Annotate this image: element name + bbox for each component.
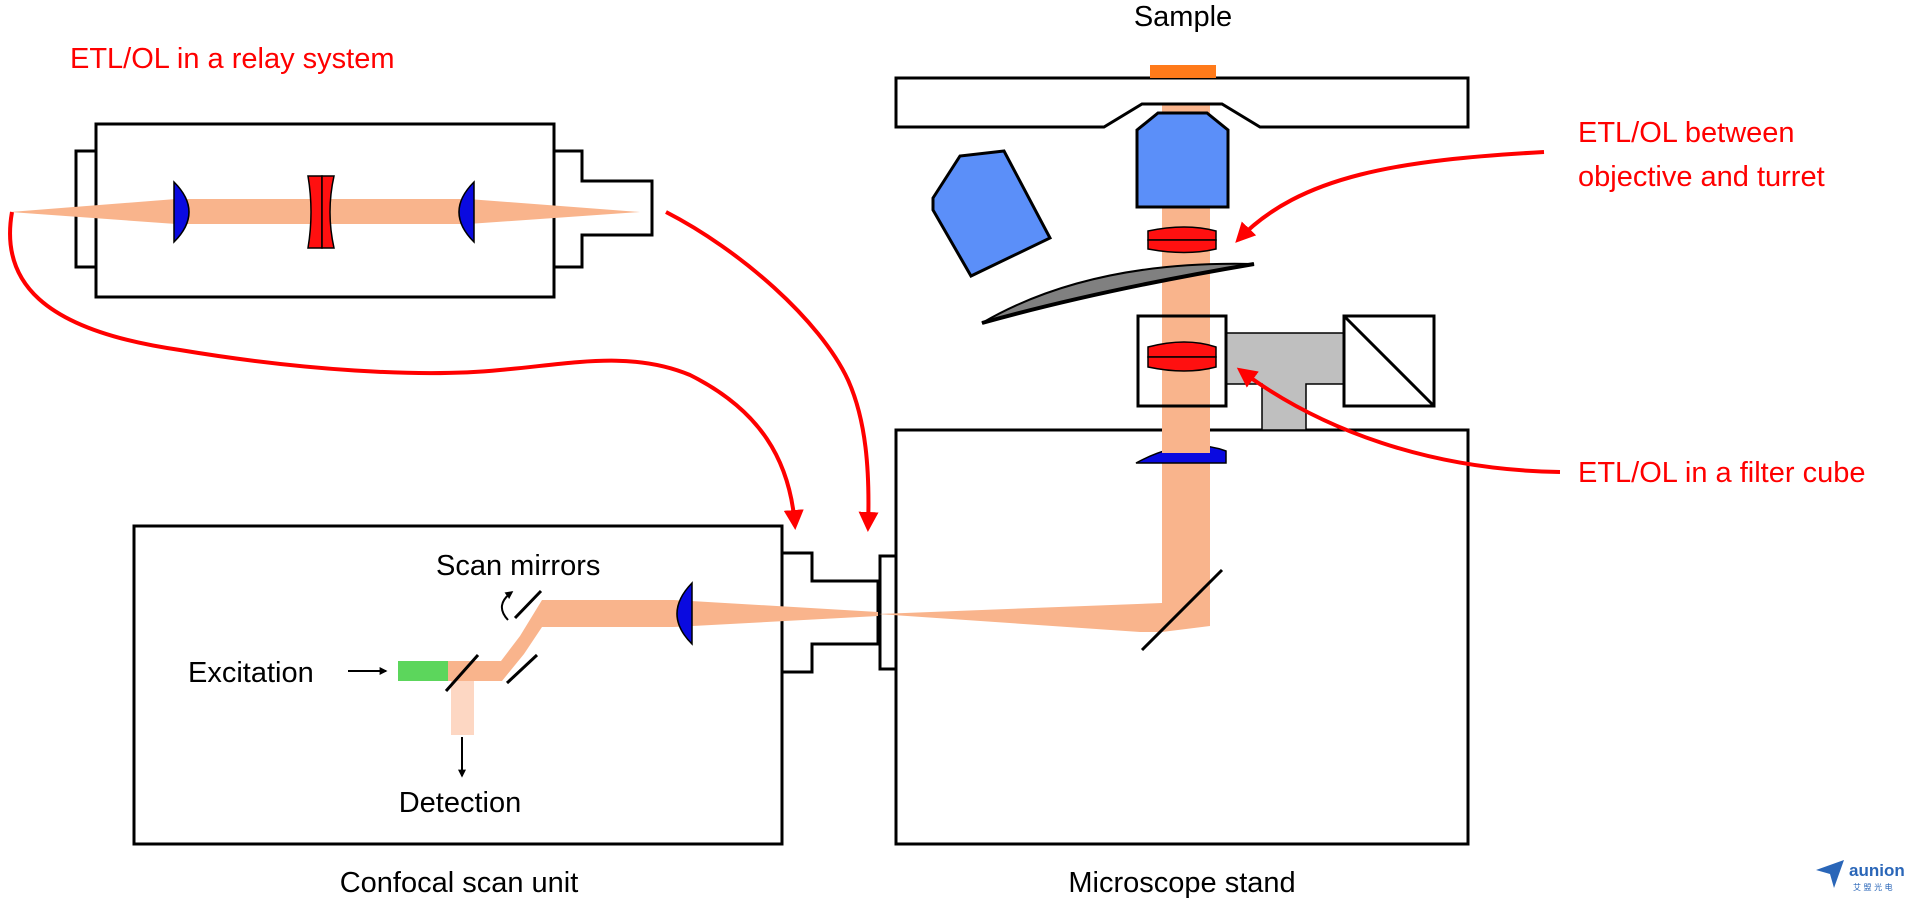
dichroic-mirror bbox=[444, 654, 480, 692]
filter-cube bbox=[1136, 314, 1228, 408]
beamsplitter-diagonal bbox=[1342, 314, 1436, 408]
relay-to-scan-unit-arrow-1 bbox=[8, 211, 804, 530]
label-filter-cube: ETL/OL in a filter cube bbox=[1578, 457, 1865, 489]
turret-etl-ol-lens bbox=[1147, 226, 1217, 254]
detection-beam bbox=[451, 681, 474, 735]
label-between-line2: objective and turret bbox=[1578, 161, 1825, 193]
filter-cube-etl-ol-lens bbox=[1147, 341, 1217, 372]
sample-stage bbox=[894, 76, 1470, 129]
annotation-arrows bbox=[8, 150, 1561, 532]
label-microscope-stand: Microscope stand bbox=[1068, 867, 1295, 899]
relay-to-scan-unit-arrow-2 bbox=[665, 210, 879, 532]
aunion-logo: aunion 艾 盟 光 电 bbox=[1816, 860, 1905, 892]
relay-lens-left bbox=[173, 180, 190, 244]
rotation-arrow-icon bbox=[501, 591, 514, 621]
microscope-stand bbox=[878, 65, 1470, 846]
sample bbox=[1150, 65, 1216, 78]
label-confocal-scan-unit: Confocal scan unit bbox=[340, 867, 579, 899]
scan-mirror-1 bbox=[505, 653, 539, 685]
stand-mirror bbox=[1140, 568, 1224, 652]
logo-arrow-icon bbox=[1816, 860, 1844, 888]
turret-edge bbox=[981, 262, 1255, 325]
objective-turret-arrow bbox=[1235, 150, 1545, 243]
logo-subtext: 艾 盟 光 电 bbox=[1853, 882, 1893, 892]
objective-inactive bbox=[931, 149, 1053, 278]
label-relay-system: ETL/OL in a relay system bbox=[70, 43, 394, 75]
label-between-line1: ETL/OL between bbox=[1578, 117, 1795, 149]
logo-text: aunion bbox=[1849, 861, 1905, 880]
relay-system bbox=[10, 122, 654, 299]
excitation-source bbox=[398, 661, 448, 681]
label-sample: Sample bbox=[1134, 1, 1232, 33]
label-detection: Detection bbox=[399, 787, 522, 819]
filter-cube-arrow bbox=[1236, 367, 1561, 474]
confocal-scan-unit bbox=[132, 524, 880, 846]
relay-lens-right bbox=[458, 180, 475, 244]
scan-beam bbox=[448, 600, 878, 681]
scan-mirror-2 bbox=[513, 589, 543, 620]
relay-etl-ol-lens bbox=[307, 175, 335, 249]
label-scan-mirrors: Scan mirrors bbox=[436, 550, 600, 582]
relay-adapter bbox=[552, 149, 654, 269]
label-excitation: Excitation bbox=[188, 657, 314, 689]
scan-lens bbox=[676, 581, 693, 646]
objective-active bbox=[1135, 111, 1230, 209]
stand-port-flange bbox=[878, 554, 898, 671]
filter-holder bbox=[1225, 332, 1345, 431]
